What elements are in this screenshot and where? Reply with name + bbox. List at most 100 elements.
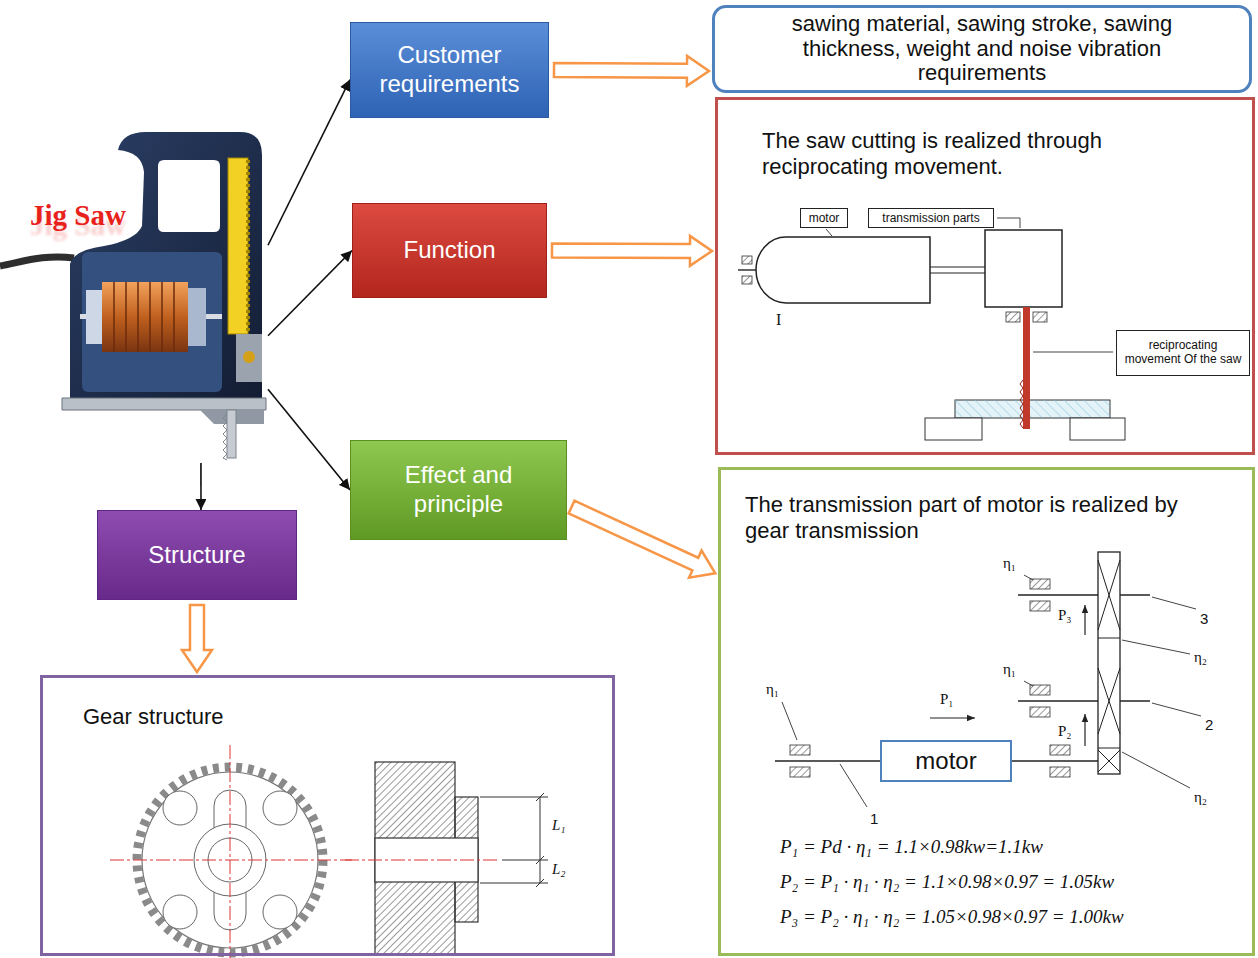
gear-drawing [263,895,297,929]
category-box: Structure [97,510,297,600]
power-equation-anchor: P₃ = P₂ · η₁ · η₂ = 1.05×0.98×0.97 = 1.0… [780,906,1124,929]
jig-saw-illustration [0,257,74,266]
category-box: Customer requirements [350,22,549,118]
part-label: transmission parts [882,212,979,225]
gear-transmission-schematic [1152,703,1201,716]
function-schematic [738,218,1125,440]
part-label: motor [809,212,840,225]
gear-transmission-schematic [1030,685,1050,695]
gear-transmission-schematic [1030,707,1050,717]
jig-saw-illustration [243,351,255,363]
gear-transmission-schematic [1098,560,1120,772]
efficiency-label-anchor: η₁ [1003,554,1016,572]
gear-transmission-schematic [1030,579,1050,589]
hollow-arrow [552,236,712,266]
connector-arrow [200,463,202,510]
part-label-box: transmission parts [868,208,994,228]
efficiency-label: η₁ [766,680,779,698]
power-equation: P₂ = P₁ · η₁ · η₂ = 1.1×0.98×0.97 = 1.05… [780,871,1114,894]
gear-drawing [480,797,548,798]
power-equation: P₁ = Pd · η₁ = 1.1×0.98kw=1.1kw [780,836,1043,859]
jig-saw-illustration [102,282,188,352]
function-schematic [742,256,752,264]
gear-drawing [163,895,197,929]
box-label: motor [915,747,976,776]
efficiency-label: η₂ [1194,648,1207,666]
dimension-label-anchor: L₁ [552,816,566,834]
gear-transmission-schematic [782,702,797,740]
gear-transmission-schematic [930,717,975,718]
part-label-box: reciprocating movement Of the saw [1116,330,1250,376]
figure-title: Jig Saw [30,198,268,233]
gear-drawing [345,860,500,861]
callout-number-anchor: 2 [1205,716,1213,734]
gear-drawing [536,793,544,887]
gear-drawing [230,745,231,958]
category-box: Function [352,203,547,298]
jig-saw-illustration [70,132,262,398]
gear-transmission-schematic [790,745,810,755]
power-label-anchor: P₃ [1058,606,1072,624]
power-equation-anchor: P₁ = Pd · η₁ = 1.1×0.98kw=1.1kw [780,836,1043,859]
gear-drawing [480,883,548,884]
efficiency-label-anchor: η₂ [1194,648,1207,666]
callout-number: 3 [1200,610,1208,628]
gear-transmission-schematic [840,764,867,807]
gear-transmission-schematic [1030,601,1050,611]
jig-saw-figure: Jig Saw [10,128,268,463]
gear-transmission-schematic [775,552,1201,807]
gear-transmission-schematic [1018,594,1150,595]
efficiency-label: η₁ [1003,660,1016,678]
gear-drawing [263,791,297,825]
callout-number: 2 [1205,716,1213,734]
jig-saw-illustration [62,398,266,410]
function-schematic [742,276,752,284]
gear-transmission-schematic [1024,681,1033,686]
motor-box: motor [880,740,1012,782]
requirements-panel: sawing material, sawing stroke, sawing t… [712,5,1252,93]
power-label: P₂ [1058,722,1072,740]
connector-arrow [268,80,350,246]
jig-saw-illustration [188,288,206,346]
panel-heading: Gear structure [83,704,612,730]
efficiency-label-anchor: η₂ [1194,788,1207,806]
dimension-label-anchor: L₂ [552,860,566,878]
function-schematic [925,418,982,440]
power-label: P₁ [940,690,954,708]
gear-transmission-schematic [1024,575,1033,580]
function-schematic [1033,352,1113,353]
gear-drawing [163,791,197,825]
symbol-label: I [776,310,781,329]
box-label: Function [403,236,495,265]
gear-drawing [540,797,541,883]
power-label-anchor: P₂ [1058,722,1072,740]
callout-number-anchor: 1 [870,810,878,828]
gear-transmission-schematic [1084,605,1085,635]
gear-drawing [110,745,548,958]
gear-transmission-schematic [1050,745,1070,755]
panel-heading: The transmission part of motor is realiz… [745,492,1215,545]
function-panel: The saw cutting is realized through reci… [715,97,1255,455]
hollow-arrow [182,605,212,672]
efficiency-label-anchor: η₁ [766,680,779,698]
structure-panel: Gear structure [40,675,615,956]
power-equation-anchor: P₂ = P₁ · η₁ · η₂ = 1.1×0.98×0.97 = 1.05… [780,871,1114,894]
callout-number: 1 [870,810,878,828]
jig-saw-illustration [246,160,250,332]
power-label-anchor: P₁ [940,690,954,708]
gear-transmission-schematic [1098,552,1120,774]
gear-transmission-schematic [1152,597,1196,609]
box-label: Effect and principle [359,461,558,519]
gear-transmission-schematic [1098,638,1120,639]
box-label: Structure [148,541,245,570]
function-schematic [955,400,1110,418]
gear-drawing [110,860,352,861]
jig-saw-illustration [114,282,174,352]
jig-saw-illustration [227,410,236,458]
jig-saw-illustration [223,414,227,460]
gear-transmission-schematic [1122,640,1190,654]
connector-arrow [268,251,352,336]
function-schematic [1033,312,1047,322]
efficiency-label-anchor: η₁ [1003,660,1016,678]
